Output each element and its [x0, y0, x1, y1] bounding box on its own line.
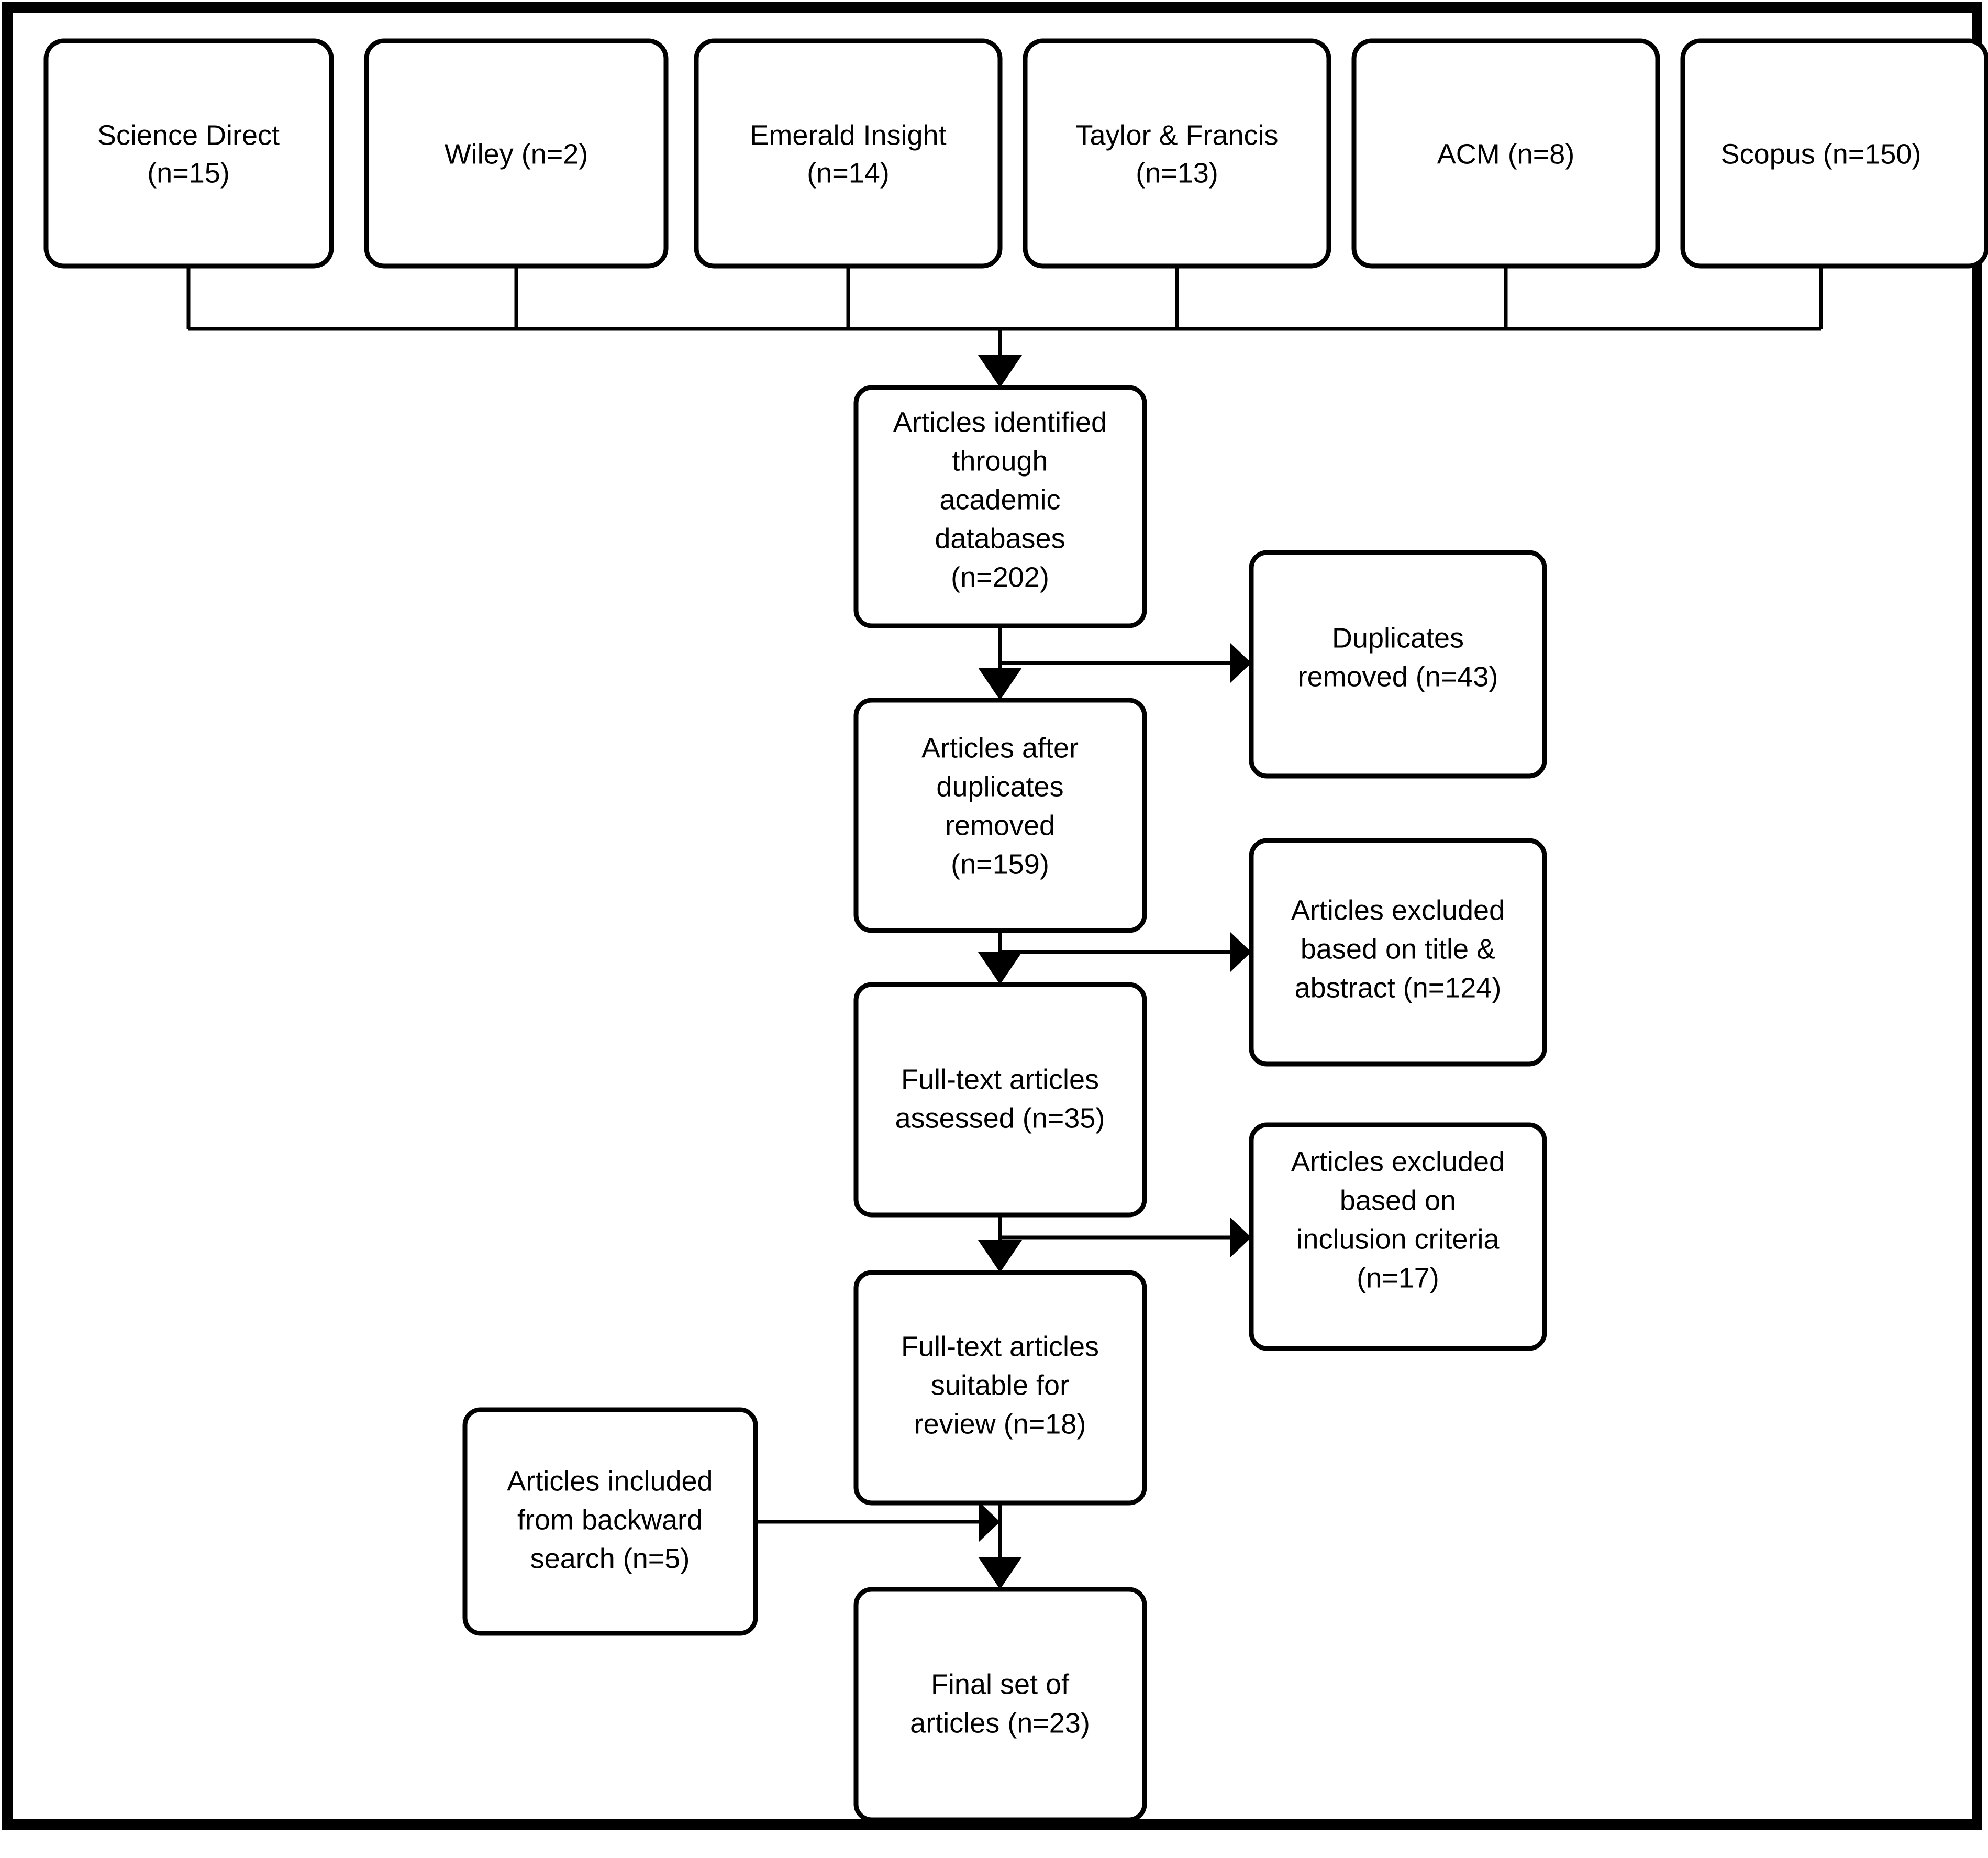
source-box-rect [1680, 38, 1988, 269]
exclusion-label-line-3: abstract (n=124) [1295, 972, 1502, 1003]
source-manifold-connectors [186, 266, 1823, 388]
exclusion-label-line-1: Duplicates [1332, 622, 1464, 654]
source-label-line-2: (n=15) [147, 157, 230, 189]
arrow-head-fulltext-suitable [978, 1240, 1022, 1273]
source-box-rect [43, 38, 334, 269]
main-label-line-3: academic [939, 484, 1060, 515]
exclusion-label-line-3: inclusion criteria [1296, 1223, 1500, 1255]
arrow-head-excluded-title-abstract [1230, 932, 1251, 972]
main-label-line-1: Full-text articles [901, 1331, 1099, 1362]
addition-box-rect [462, 1407, 758, 1636]
exclusion-label-line-2: based on [1340, 1185, 1456, 1216]
exclusion-label-line-1: Articles excluded [1291, 1146, 1505, 1177]
diagram-frame [2, 2, 1982, 1830]
exclusion-box-duplicates-removed[interactable]: Duplicates removed (n=43) [1249, 550, 1547, 779]
source-box-scopus[interactable]: Scopus (n=150) [1680, 38, 1988, 269]
arrow-head-final-set [978, 1557, 1022, 1589]
addition-box-backward-search[interactable]: Articles included from backward search (… [462, 1407, 758, 1636]
main-label-line-1: Full-text articles [901, 1064, 1099, 1095]
arrow-head-to-identified [978, 355, 1022, 388]
addition-label-line-3: search (n=5) [530, 1543, 690, 1574]
exclusion-box-title-abstract[interactable]: Articles excluded based on title & abstr… [1249, 838, 1547, 1067]
main-label-line-2: articles (n=23) [910, 1707, 1090, 1739]
source-label-line-1: Emerald Insight [750, 119, 946, 151]
source-box-rect [1023, 38, 1331, 269]
exclusion-label-line-2: removed (n=43) [1298, 661, 1498, 692]
source-box-science-direct[interactable]: Science Direct (n=15) [43, 38, 334, 269]
arrow-head-fulltext-assessed [978, 952, 1022, 985]
main-label-line-2: through [952, 445, 1048, 477]
exclusion-label-line-4: (n=17) [1357, 1262, 1439, 1293]
source-label-line-1: Taylor & Francis [1075, 119, 1278, 151]
main-label-line-5: (n=202) [951, 561, 1049, 593]
main-box-after-duplicates[interactable]: Articles after duplicates removed (n=159… [853, 698, 1147, 933]
main-label-line-3: review (n=18) [914, 1408, 1086, 1440]
exclusion-box-rect [1249, 550, 1547, 779]
arrow-head-after-duplicates [978, 668, 1022, 700]
source-box-taylor-francis[interactable]: Taylor & Francis (n=13) [1023, 38, 1331, 269]
addition-label-line-2: from backward [517, 1504, 703, 1535]
arrow-head-backward-search-merge [979, 1502, 1000, 1542]
main-label-line-2: duplicates [936, 771, 1063, 802]
exclusion-box-rect [1249, 1122, 1547, 1351]
source-label-line-1: Science Direct [97, 119, 280, 151]
exclusion-label-line-2: based on title & [1301, 933, 1495, 965]
main-box-final-set[interactable]: Final set of articles (n=23) [853, 1587, 1147, 1822]
exclusion-box-inclusion-criteria[interactable]: Articles excluded based on inclusion cri… [1249, 1122, 1547, 1351]
main-box-rect [853, 982, 1147, 1218]
main-label-line-2: suitable for [931, 1369, 1069, 1401]
exclusion-label-line-1: Articles excluded [1291, 894, 1505, 926]
main-label-line-4: databases [935, 523, 1065, 554]
main-label-line-4: (n=159) [951, 848, 1049, 880]
main-label-line-2: assessed (n=35) [895, 1102, 1105, 1134]
source-box-acm[interactable]: ACM (n=8) [1351, 38, 1660, 269]
source-label-line-2: (n=14) [807, 157, 890, 189]
main-box-fulltext-suitable[interactable]: Full-text articles suitable for review (… [853, 1270, 1147, 1506]
flow-connectors-group [758, 626, 1251, 1589]
main-label-line-3: removed [945, 810, 1055, 841]
source-label-line-2: (n=13) [1136, 157, 1218, 189]
main-column-group: Articles identified through academic dat… [853, 385, 1147, 1822]
main-box-identified[interactable]: Articles identified through academic dat… [853, 385, 1147, 628]
arrow-head-excluded-inclusion-criteria [1230, 1218, 1251, 1257]
main-box-fulltext-assessed[interactable]: Full-text articles assessed (n=35) [853, 982, 1147, 1218]
arrow-head-duplicates-removed [1230, 643, 1251, 683]
source-box-emerald-insight[interactable]: Emerald Insight (n=14) [694, 38, 1003, 269]
main-box-rect [853, 1587, 1147, 1822]
source-label-line-1: ACM (n=8) [1437, 138, 1575, 170]
main-label-line-1: Articles after [921, 732, 1079, 764]
main-label-line-1: Final set of [931, 1668, 1070, 1700]
exclusion-box-rect [1249, 838, 1547, 1067]
addition-label-line-1: Articles included [507, 1465, 713, 1497]
exclusion-boxes-group: Duplicates removed (n=43) Articles exclu… [1249, 550, 1547, 1351]
source-label-line-1: Wiley (n=2) [445, 138, 588, 170]
source-label-line-1: Scopus (n=150) [1721, 138, 1922, 170]
source-boxes-group: Science Direct (n=15) Wiley (n=2) Emeral… [43, 38, 1988, 269]
source-box-wiley[interactable]: Wiley (n=2) [364, 38, 669, 269]
main-label-line-1: Articles identified [893, 406, 1107, 438]
source-box-rect [694, 38, 1003, 269]
